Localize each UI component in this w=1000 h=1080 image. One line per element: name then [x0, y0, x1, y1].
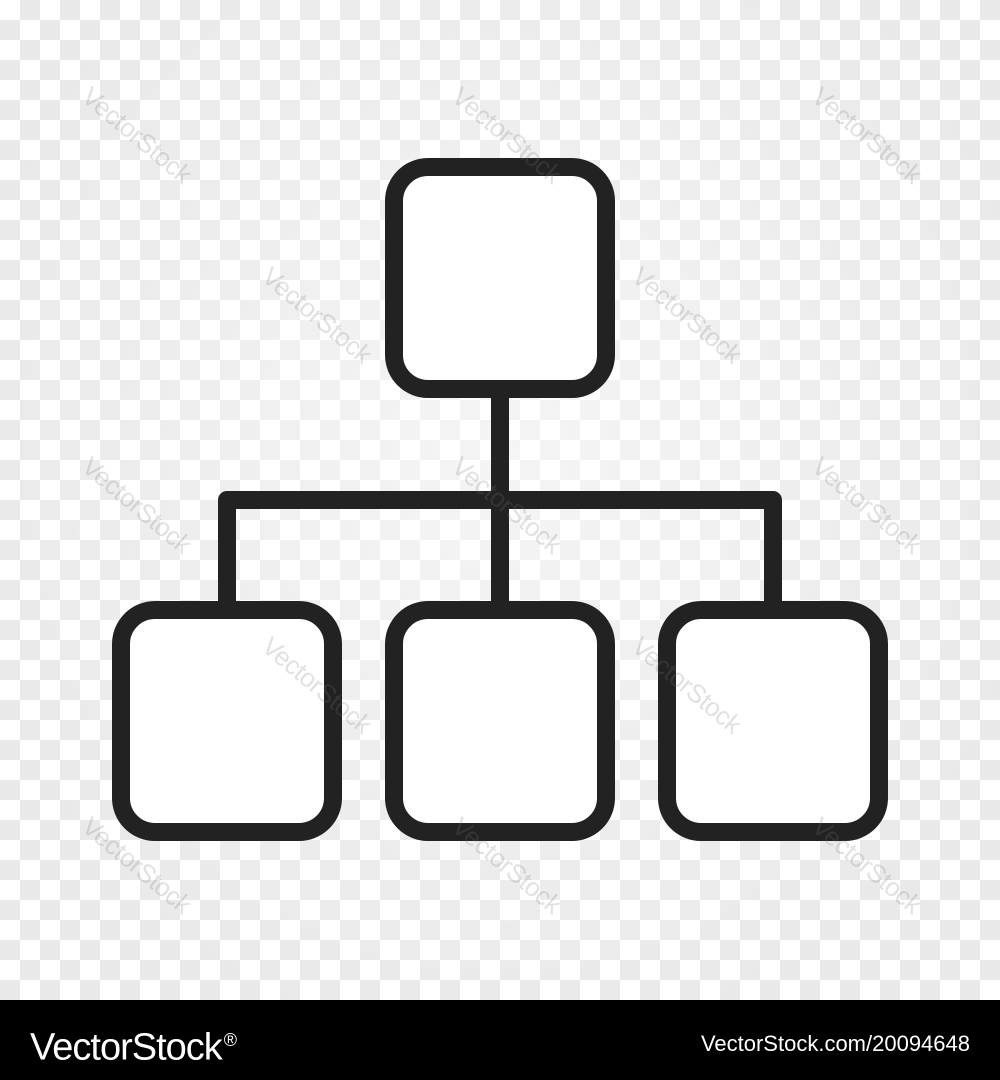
root-box: [385, 158, 615, 398]
child-box-right: [658, 601, 888, 841]
brand-logo: VectorStock®: [30, 1018, 237, 1070]
child-box-center: [385, 601, 615, 841]
hierarchy-structure-icon: [112, 158, 888, 841]
registered-mark: ®: [223, 1030, 237, 1050]
brand-name: VectorStock: [30, 1026, 223, 1069]
child-box-left: [112, 601, 342, 841]
checkerboard-background: VectorStock VectorStock VectorStock Vect…: [0, 0, 1000, 1000]
footer-bar: VectorStock® VectorStock.com/20094648: [0, 1000, 1000, 1080]
image-id: VectorStock.com/20094648: [700, 1031, 970, 1056]
